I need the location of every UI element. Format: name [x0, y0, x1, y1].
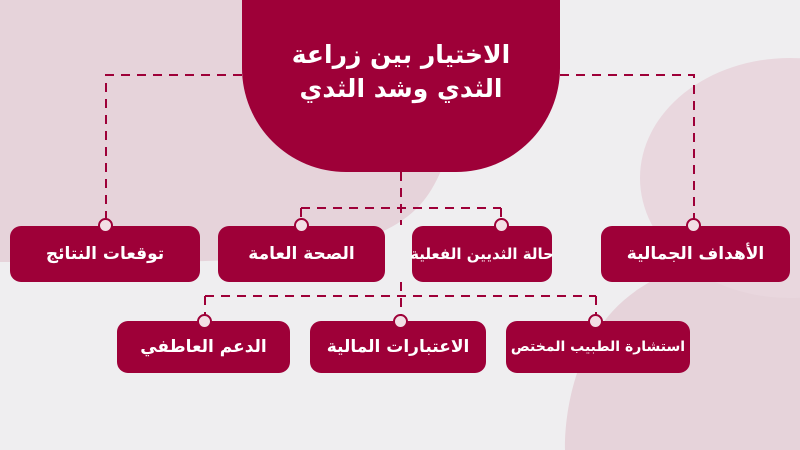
node-expected-results-label: توقعات النتائج: [45, 243, 165, 264]
knob-actual-breast-condition: [494, 218, 509, 233]
node-actual-breast-condition-label: حالة الثديين الفعلية: [410, 245, 554, 263]
page-title: الاختيار بين زراعة الثدي وشد الثدي: [291, 39, 511, 104]
connector-right-branch: [560, 74, 695, 224]
knob-emotional-support: [197, 314, 212, 329]
node-general-health[interactable]: الصحة العامة: [218, 226, 385, 282]
node-specialist-consultation-label: استشارة الطبيب المختص: [510, 338, 686, 355]
knob-expected-results: [98, 218, 113, 233]
node-specialist-consultation[interactable]: استشارة الطبيب المختص: [506, 321, 690, 373]
node-expected-results[interactable]: توقعات النتائج: [10, 226, 200, 282]
knob-financial-considerations: [393, 314, 408, 329]
knob-aesthetic-goals: [686, 218, 701, 233]
node-aesthetic-goals-label: الأهداف الجمالية: [626, 243, 765, 264]
diagram-title-card: الاختيار بين زراعة الثدي وشد الثدي: [242, 0, 560, 172]
node-actual-breast-condition[interactable]: حالة الثديين الفعلية: [410, 226, 554, 282]
node-emotional-support-label: الدعم العاطفي: [140, 336, 267, 357]
knob-general-health: [294, 218, 309, 233]
node-general-health-label: الصحة العامة: [248, 243, 355, 264]
connector-left-branch: [105, 74, 242, 224]
node-aesthetic-goals[interactable]: الأهداف الجمالية: [601, 226, 790, 282]
knob-specialist-consultation: [588, 314, 603, 329]
node-financial-considerations-label: الاعتبارات المالية: [326, 336, 470, 357]
